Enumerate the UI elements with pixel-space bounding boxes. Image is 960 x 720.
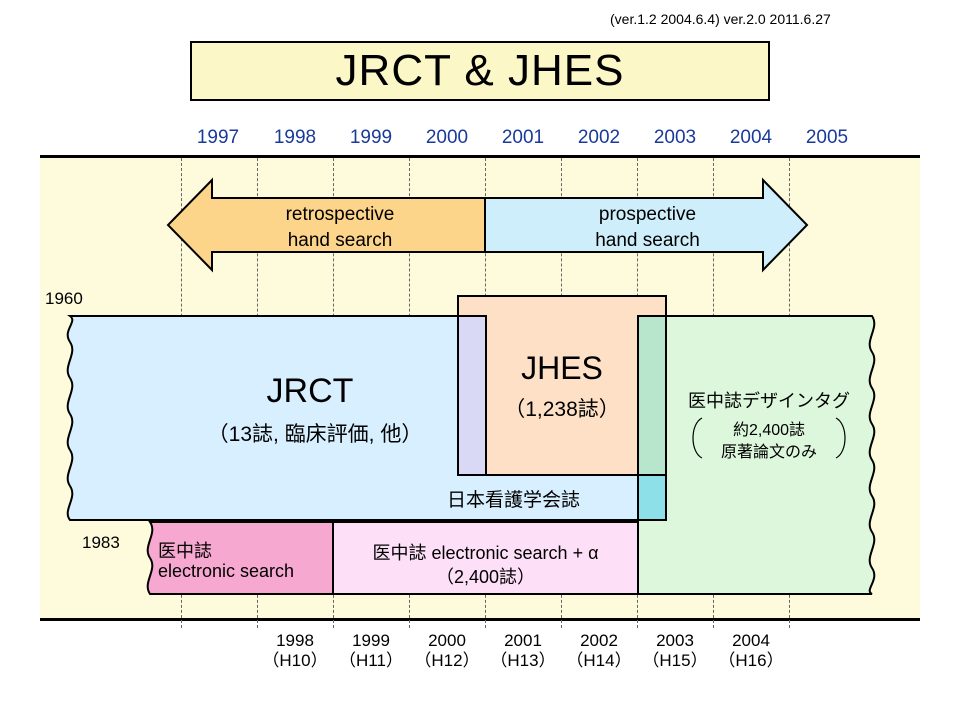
- ichushi-tag-note: 原著論文のみ: [720, 444, 817, 461]
- jhes-detail: （1,238誌）: [504, 398, 620, 421]
- year-top-2003: 2003: [653, 127, 697, 148]
- year-bottom-era: （H14）: [566, 651, 632, 670]
- year-bottom-value: 2003: [656, 631, 694, 650]
- year-bottom-era: （H11）: [339, 651, 403, 670]
- year-bottom-era: （H10）: [262, 651, 328, 670]
- ichushi-tag-count: 約2,400誌: [732, 422, 806, 439]
- ichushi-es-box: [146, 521, 334, 595]
- year-bottom-2001: 2001 （H13）: [483, 631, 563, 671]
- kango-cyan-box: [637, 474, 667, 521]
- year-bottom-2004: 2004 （H16）: [711, 631, 791, 671]
- kango-lavender-strip: [457, 315, 487, 476]
- retrospective-line2: hand search: [287, 230, 393, 251]
- prospective-arrow: [484, 177, 809, 273]
- year-bottom-era: （H15）: [642, 651, 708, 670]
- year-top-2000: 2000: [425, 127, 469, 148]
- kango-green-strip: [637, 315, 667, 476]
- ichushi-alpha-name: 医中誌 electronic search + α: [372, 543, 599, 563]
- year-bottom-1998: 1998 （H10）: [255, 631, 335, 671]
- year-top-2002: 2002: [577, 127, 621, 148]
- year-bottom-value: 2002: [580, 631, 618, 650]
- year-bottom-value: 2001: [504, 631, 542, 650]
- ichushi-es-sub: electronic search: [158, 561, 295, 581]
- timeline-top-line: [40, 155, 920, 158]
- jhes-box: [457, 295, 667, 476]
- retrospective-arrow: [166, 177, 486, 273]
- ichushi-tag-box: [637, 315, 876, 595]
- year-bottom-2000: 2000 （H12）: [407, 631, 487, 671]
- bracket-left: [692, 417, 703, 459]
- year-top-2001: 2001: [501, 127, 545, 148]
- prospective-line2: hand search: [595, 230, 700, 251]
- ichushi-es-name: 医中誌: [158, 541, 212, 561]
- year-top-1998: 1998: [273, 127, 317, 148]
- retrospective-label: retrospective hand search: [265, 202, 415, 254]
- year-bottom-era: （H12）: [414, 651, 480, 670]
- version-note: (ver.1.2 2004.6.4) ver.2.0 2011.6.27: [610, 11, 831, 27]
- year-top-2005: 2005: [805, 127, 849, 148]
- year-top-2004: 2004: [729, 127, 773, 148]
- year-top-1997: 1997: [196, 127, 240, 148]
- prospective-line1: prospective: [598, 204, 697, 225]
- start-year-1960: 1960: [45, 289, 83, 308]
- jrct-name: JRCT: [266, 372, 354, 410]
- jrct-box: [66, 315, 641, 521]
- year-bottom-1999: 1999 （H11）: [331, 631, 411, 671]
- start-year-1983: 1983: [82, 533, 120, 552]
- prospective-label: prospective hand search: [570, 202, 725, 254]
- bracket-right: [835, 417, 846, 459]
- year-top-1999: 1999: [349, 127, 393, 148]
- ichushi-alpha-box: [332, 521, 639, 595]
- ichushi-alpha-detail: （2,400誌）: [435, 567, 536, 587]
- retrospective-line1: retrospective: [285, 204, 395, 225]
- year-bottom-era: （H13）: [490, 651, 556, 670]
- year-bottom-value: 2000: [428, 631, 466, 650]
- ichushi-tag-name: 医中誌デザインタグ: [688, 391, 850, 411]
- kango-label: 日本看護学会誌: [447, 490, 581, 511]
- year-bottom-2003: 2003 （H15）: [635, 631, 715, 671]
- timeline-bottom-line: [40, 618, 920, 621]
- year-bottom-era: （H16）: [718, 651, 784, 670]
- jhes-name: JHES: [521, 350, 603, 386]
- year-bottom-value: 2004: [732, 631, 770, 650]
- year-bottom-value: 1998: [276, 631, 314, 650]
- diagram-title: JRCT & JHES: [190, 41, 770, 101]
- year-bottom-value: 1999: [352, 631, 390, 650]
- jrct-detail: （13誌, 臨床評価, 他）: [207, 423, 423, 446]
- year-bottom-2002: 2002 （H14）: [559, 631, 639, 671]
